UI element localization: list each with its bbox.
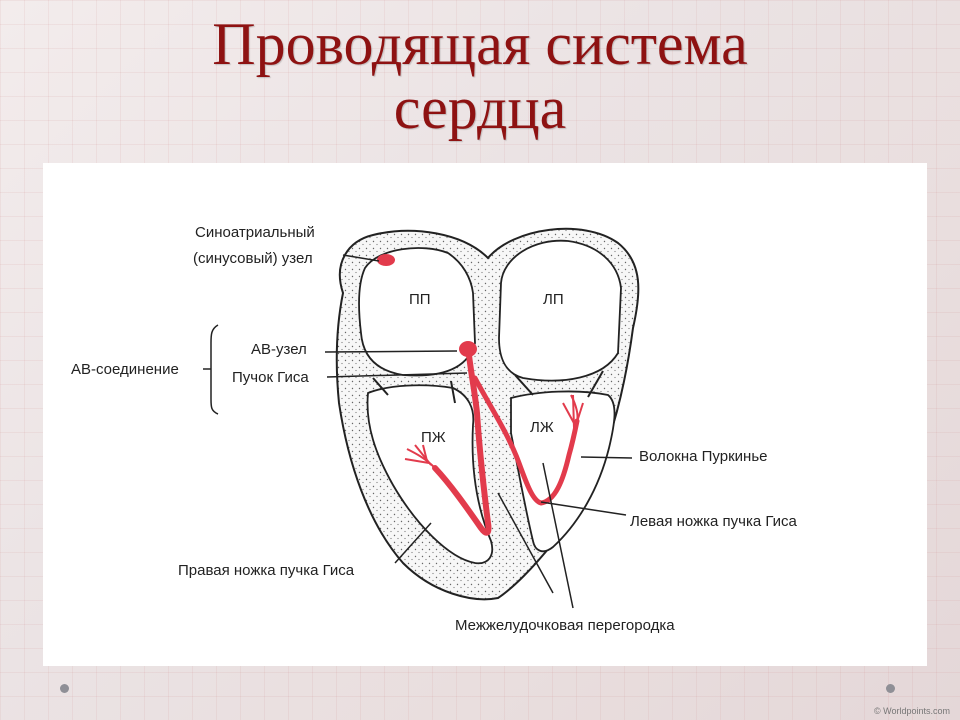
purkinje-right bbox=[404, 444, 436, 469]
label-purkinje: Волокна Пуркинье bbox=[639, 448, 767, 465]
title-line-2: сердца bbox=[393, 75, 567, 141]
label-right-atrium: ПП bbox=[409, 291, 431, 308]
label-sa-node-2: (синусовый) узел bbox=[193, 250, 313, 267]
label-right-branch: Правая ножка пучка Гиса bbox=[178, 562, 355, 579]
sa-node bbox=[377, 254, 395, 266]
title-line-1: Проводящая система bbox=[212, 11, 748, 77]
mitral-valve bbox=[514, 370, 604, 398]
left-atrium-cavity bbox=[498, 239, 622, 382]
label-left-branch: Левая ножка пучка Гиса bbox=[630, 513, 798, 530]
label-septum: Межжелудочковая перегородка bbox=[455, 617, 675, 634]
label-left-ventricle: ЛЖ bbox=[530, 419, 554, 436]
right-atrium-cavity bbox=[358, 247, 476, 377]
label-left-atrium: ЛП bbox=[543, 291, 564, 308]
label-right-ventricle: ПЖ bbox=[421, 429, 446, 446]
label-sa-node-1: Синоатриальный bbox=[195, 224, 315, 241]
purkinje-left bbox=[562, 394, 584, 429]
leader-lines bbox=[324, 254, 633, 609]
slide-title: Проводящая система сердца bbox=[0, 12, 960, 140]
nav-dot-left bbox=[60, 684, 69, 693]
av-node bbox=[459, 341, 477, 357]
his-bundle-path bbox=[432, 352, 492, 536]
left-branch-path bbox=[472, 375, 580, 506]
label-av-junction: АВ-соединение bbox=[71, 361, 179, 378]
heart-diagram: Синоатриальный (синусовый) узел АВ-соеди… bbox=[71, 224, 798, 634]
diagram-panel: Синоатриальный (синусовый) узел АВ-соеди… bbox=[43, 163, 927, 666]
label-av-node: АВ-узел bbox=[251, 341, 307, 358]
av-junction-bracket bbox=[210, 324, 219, 415]
nav-dot-right bbox=[886, 684, 895, 693]
label-his-bundle: Пучок Гиса bbox=[232, 369, 309, 386]
watermark: © Worldpoints.com bbox=[874, 706, 950, 716]
tricuspid-valve bbox=[372, 377, 456, 404]
